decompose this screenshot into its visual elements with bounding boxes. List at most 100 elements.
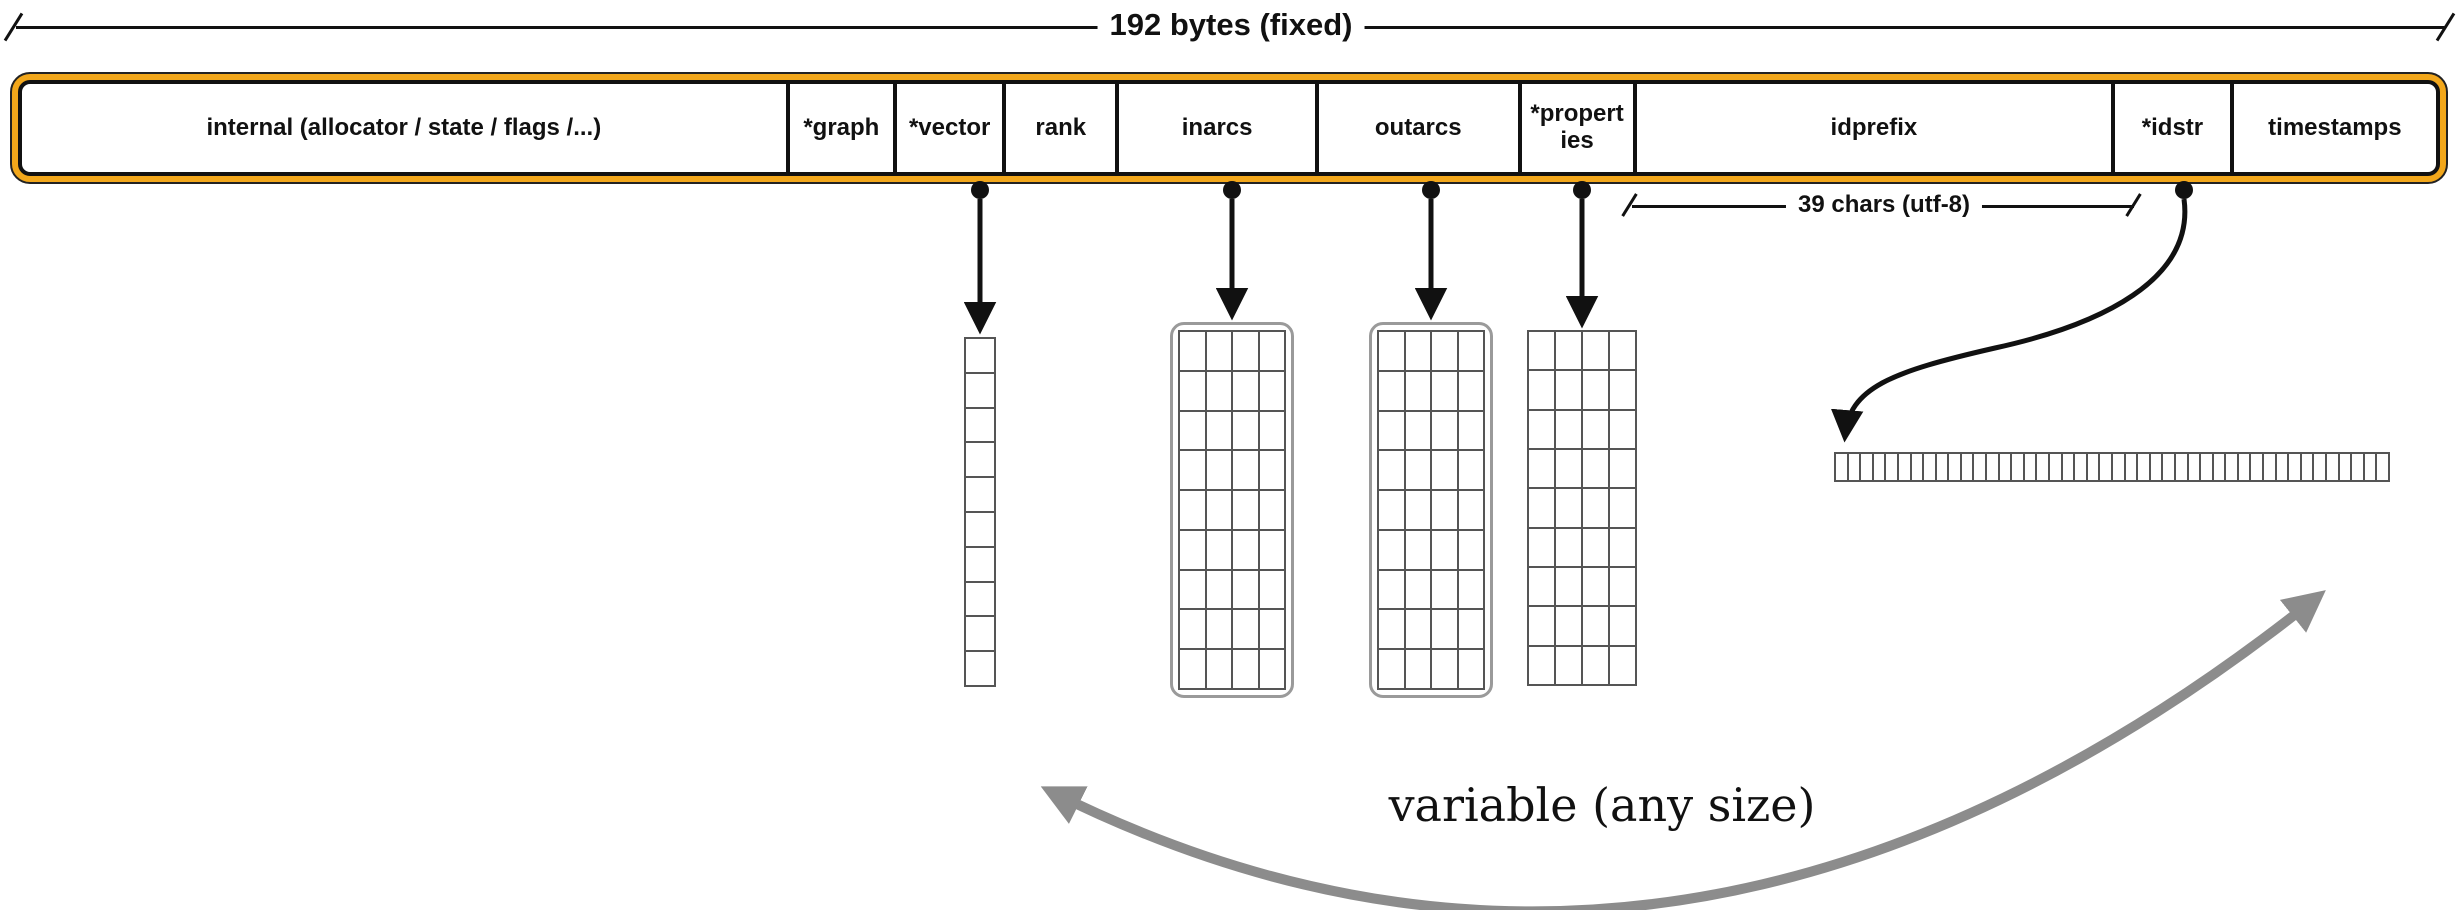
field-idprefix: idprefix xyxy=(1632,84,2112,172)
memory-cell xyxy=(2250,453,2264,481)
memory-cell xyxy=(1555,331,1582,371)
memory-cell xyxy=(1404,450,1431,491)
memory-cell xyxy=(1555,370,1582,410)
memory-cell xyxy=(1555,527,1582,567)
memory-cell xyxy=(1897,453,1911,481)
memory-cell xyxy=(1528,448,1555,489)
memory-cell xyxy=(1528,566,1555,607)
memory-cell xyxy=(2023,453,2037,481)
memory-cell xyxy=(2174,453,2188,481)
memory-cell xyxy=(1258,609,1285,650)
memory-cell xyxy=(1986,453,1999,481)
memory-cell xyxy=(1910,453,1924,481)
memory-cell xyxy=(1457,370,1484,411)
memory-cell xyxy=(1258,649,1285,689)
memory-cell xyxy=(1205,490,1232,530)
memory-cell xyxy=(1258,370,1285,411)
memory-cell xyxy=(1609,606,1636,646)
memory-cell xyxy=(1582,409,1609,449)
memory-cell xyxy=(1232,370,1259,411)
memory-cell xyxy=(2300,453,2314,481)
memory-cell xyxy=(1431,450,1458,491)
memory-cell xyxy=(965,338,995,373)
bytes-bracket-label: 192 bytes (fixed) xyxy=(1097,7,1365,43)
memory-cell xyxy=(2187,453,2201,481)
memory-cell xyxy=(1457,450,1484,491)
memory-cell xyxy=(1232,569,1259,610)
memory-cell xyxy=(1258,450,1285,491)
memory-cell xyxy=(2363,453,2377,481)
memory-cell xyxy=(1528,645,1555,685)
memory-cell xyxy=(1609,645,1636,685)
memory-cell xyxy=(1179,410,1206,451)
memory-cell xyxy=(2124,453,2138,481)
memory-cell xyxy=(1205,331,1232,371)
memory-cell xyxy=(1431,490,1458,530)
memory-cell xyxy=(1179,649,1206,689)
field-timestamps: timestamps xyxy=(2229,84,2436,172)
memory-cell xyxy=(1431,370,1458,411)
memory-cell xyxy=(1528,331,1555,371)
memory-cell xyxy=(1555,566,1582,607)
struct-box: internal (allocator / state / flags /...… xyxy=(10,72,2448,184)
field-graph-ptr: *graph xyxy=(785,84,893,172)
memory-cell xyxy=(1582,645,1609,685)
memory-cell xyxy=(2074,453,2087,481)
memory-cell xyxy=(965,546,995,582)
memory-cell xyxy=(1378,529,1405,570)
memory-cell xyxy=(2376,453,2389,481)
memory-cell xyxy=(1258,569,1285,610)
memory-cell xyxy=(1205,529,1232,570)
memory-cell xyxy=(1431,649,1458,689)
memory-cell xyxy=(1179,331,1206,371)
chars-bracket-label: 39 chars (utf-8) xyxy=(1785,191,1983,219)
memory-cell xyxy=(1258,410,1285,451)
vector-array xyxy=(964,337,996,687)
memory-cell xyxy=(2338,453,2352,481)
memory-cell xyxy=(1205,450,1232,491)
memory-cell xyxy=(1457,649,1484,689)
memory-cell xyxy=(1609,488,1636,528)
memory-cell xyxy=(1378,450,1405,491)
memory-cell xyxy=(1582,527,1609,567)
memory-cell xyxy=(1179,370,1206,411)
memory-cell xyxy=(1885,453,1898,481)
outarcs-array xyxy=(1377,330,1485,690)
memory-cell xyxy=(965,616,995,652)
memory-cell xyxy=(1378,569,1405,610)
inarcs-array-container xyxy=(1170,322,1294,698)
memory-cell xyxy=(2200,453,2213,481)
memory-cell xyxy=(1457,410,1484,451)
memory-cell xyxy=(1232,609,1259,650)
memory-cell xyxy=(1378,331,1405,371)
memory-cell xyxy=(1457,609,1484,650)
memory-cell xyxy=(1232,649,1259,689)
memory-cell xyxy=(2212,453,2226,481)
memory-cell xyxy=(1555,606,1582,646)
memory-cell xyxy=(2326,453,2339,481)
memory-cell xyxy=(1923,453,1936,481)
memory-cell xyxy=(1404,410,1431,451)
memory-cell xyxy=(1232,450,1259,491)
memory-cell xyxy=(2061,453,2075,481)
memory-cell xyxy=(1179,609,1206,650)
idstr-string-buffer xyxy=(1834,452,2390,482)
memory-cell xyxy=(1378,370,1405,411)
outarcs-array-container xyxy=(1369,322,1493,698)
memory-cell xyxy=(1457,490,1484,530)
memory-cell xyxy=(1973,453,1987,481)
memory-cell xyxy=(2288,453,2301,481)
field-outarcs: outarcs xyxy=(1314,84,1518,172)
memory-cell xyxy=(2162,453,2175,481)
memory-cell xyxy=(1205,370,1232,411)
memory-cell xyxy=(2137,453,2150,481)
memory-cell xyxy=(1258,331,1285,371)
memory-cell xyxy=(1431,569,1458,610)
memory-cell xyxy=(1205,649,1232,689)
memory-cell xyxy=(1582,448,1609,489)
memory-cell xyxy=(2313,453,2327,481)
memory-cell xyxy=(2011,453,2024,481)
memory-cell xyxy=(1205,609,1232,650)
memory-cell xyxy=(1404,569,1431,610)
